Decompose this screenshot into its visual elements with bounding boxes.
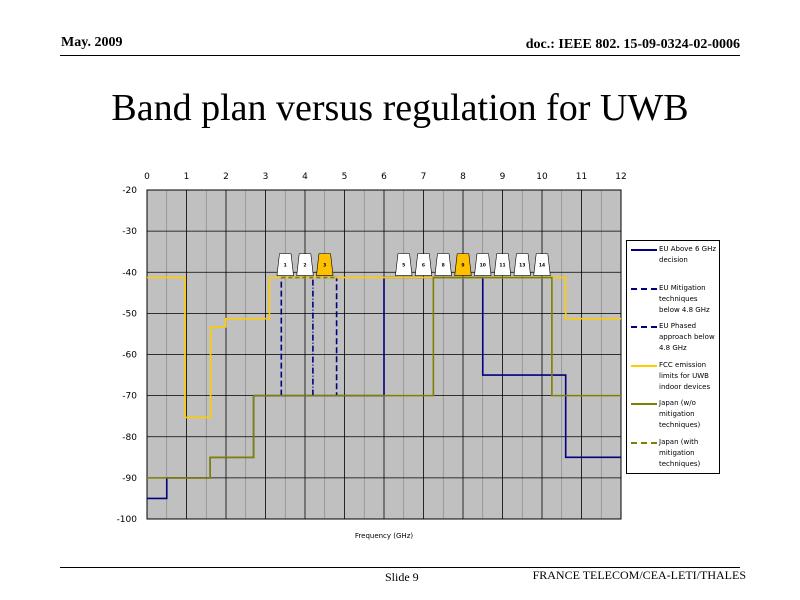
legend-label: EU Mitigation techniques below 4.8 GHz [659,283,710,314]
x-tick-label: 9 [500,172,506,182]
band-channel-shape [474,253,492,276]
y-tick-label: -40 [122,268,137,278]
band-channel-label: 2 [303,263,306,269]
x-axis-label: Frequency (GHz) [355,532,413,540]
band-channel-shape [454,253,472,276]
footer-rule [60,567,740,568]
legend-entry: EU Mitigation techniques below 4.8 GHz [627,283,719,323]
legend-label: Japan (w/o mitigation techniques) [659,399,701,429]
y-tick-label: -50 [122,309,137,319]
band-channel: 5 [395,253,413,276]
band-channel-shape [276,253,294,276]
legend-entry: FCC emission limits for UWB indoor devic… [627,360,719,400]
slide-title: Band plan versus regulation for UWB [111,87,689,129]
y-tick-label: -90 [122,474,137,484]
x-tick-label: 8 [460,172,466,182]
y-tick-label: -100 [117,515,138,525]
band-channel: 14 [533,253,551,276]
band-channel: 6 [414,253,433,276]
legend-swatch [631,326,657,328]
band-channel: 9 [454,253,472,276]
legend-swatch [631,364,657,367]
legend: EU Above 6 GHz decision EU Mitigation tec… [626,240,720,474]
legend-swatch [631,403,657,405]
band-channel-shape [395,253,413,276]
band-channel-shape [316,253,334,276]
header-date: May. 2009 [61,35,123,50]
legend-entry: Japan (w/o mitigation techniques) [627,398,719,438]
footer-organizations: FRANCE TELECOM/CEA-LETI/THALES [532,568,746,582]
series-line [147,276,621,479]
legend-entry: Japan (with mitigation techniques) [627,437,719,477]
legend-label: Japan (with mitigation techniques) [659,437,701,468]
band-channel-shape [414,253,433,276]
legend-label: FCC emission limits for UWB indoor devic… [659,360,711,391]
y-tick-label: -20 [122,186,137,196]
legend-label: EU Phased approach below 4.8 GHz [659,322,715,352]
x-tick-label: 2 [223,172,229,182]
footer-slide-number: Slide 9 [385,570,419,584]
y-tick-label: -80 [122,433,137,443]
x-tick-label: 12 [615,172,626,182]
legend-swatch [631,249,657,251]
band-channel: 3 [316,253,334,276]
band-channel-label: 3 [323,263,326,269]
band-channel-shape [533,253,551,276]
band-channel-label: 8 [442,263,445,269]
header-rule [60,55,740,56]
band-channel: 10 [474,253,492,276]
band-channel: 8 [434,253,452,276]
y-tick-label: -30 [122,227,137,237]
x-tick-label: 5 [342,172,348,182]
x-tick-label: 0 [144,172,150,182]
band-channel-label: 1 [284,263,287,269]
data-series [147,276,621,500]
x-tick-label: 7 [421,172,427,182]
band-channel-shape [513,253,531,276]
band-channel: 13 [513,253,531,276]
band-channel: 11 [493,253,512,276]
band-channel: 2 [296,253,314,276]
band-channels: 1 2 3 5 6 8 9 10 11 13 14 [276,253,551,276]
band-channel-label: 6 [422,263,425,269]
legend-label: EU Above 6 GHz decision [659,245,717,264]
band-channel-label: 13 [519,263,525,269]
band-channel-label: 5 [402,263,405,269]
legend-swatch [631,441,657,444]
y-tick-label: -70 [122,392,137,402]
y-tick-label: -60 [122,351,137,361]
header-doc-id: doc.: IEEE 802. 15-09-0324-02-0006 [525,37,740,52]
y-tick-labels: -20 -30 -40 -50 -60 -70 -80 -90 -100 [117,186,138,525]
x-tick-label: 4 [302,172,308,182]
band-channel-label: 11 [499,263,505,269]
x-tick-label: 6 [381,172,387,182]
legend-entry: EU Phased approach below 4.8 GHz [627,321,719,361]
grid-lines [147,189,621,520]
band-channel-label: 9 [461,263,464,269]
x-tick-label: 3 [263,172,269,182]
legend-swatch [631,287,657,290]
band-channel-label: 10 [480,263,486,269]
legend-entry: EU Above 6 GHz decision [627,244,719,284]
band-channel-shape [493,253,512,276]
band-channel-label: 14 [539,263,545,269]
x-tick-label: 1 [184,172,190,182]
band-channel-shape [434,253,452,276]
series-line [147,276,621,419]
band-channel: 1 [276,253,294,276]
band-channel-shape [296,253,314,276]
x-tick-label: 10 [536,172,548,182]
x-tick-label: 11 [576,172,587,182]
